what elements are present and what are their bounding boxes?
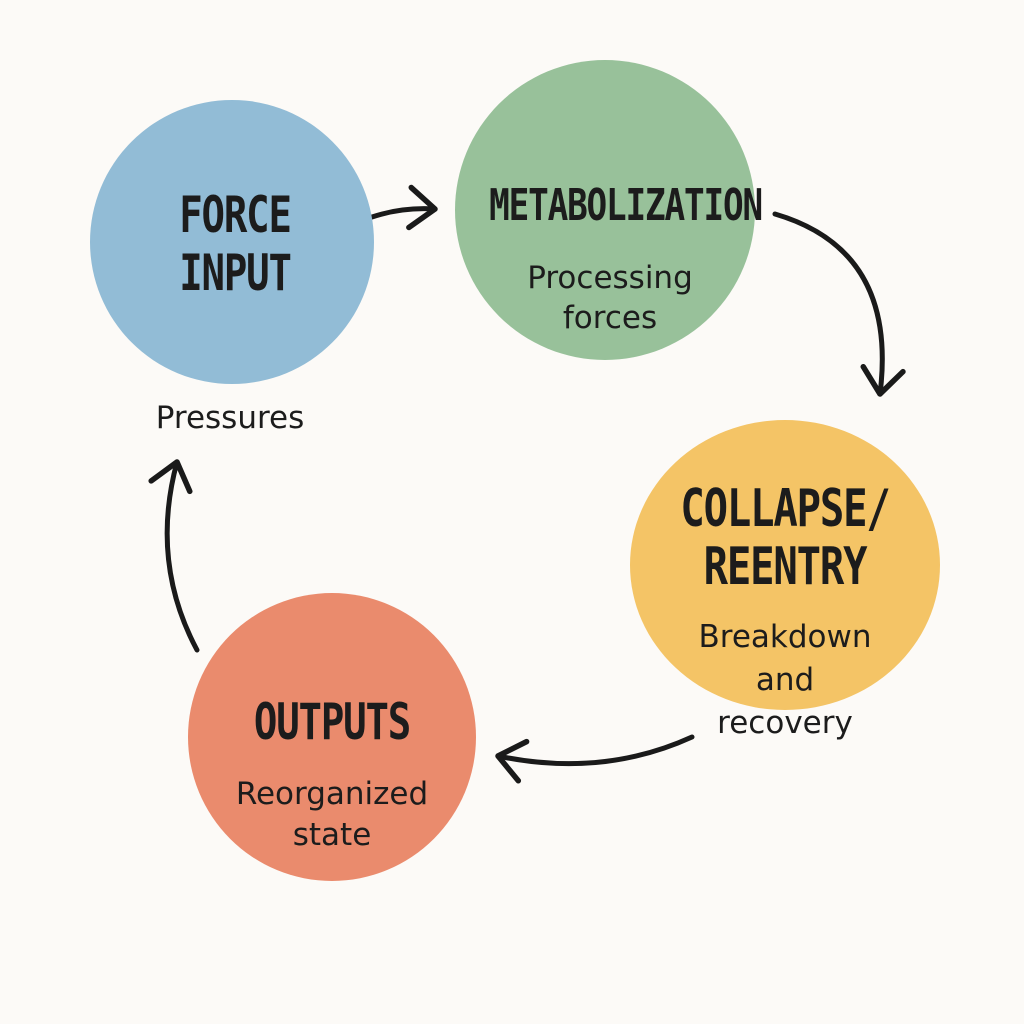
collapse-reentry-circle [630,420,940,710]
collapse-reentry-subtitle: Breakdown and recovery [640,616,930,745]
collapse-reentry-title-line: REENTRY [703,537,868,597]
outputs-circle [188,593,476,881]
outputs-subtitle-line: state [292,817,372,853]
collapse-reentry-subtitle-line: recovery [717,705,853,741]
metabolization-subtitle: Processing forces [475,258,745,338]
outputs-subtitle: Reorganized state [198,774,466,856]
arrow-outputs-to-force [148,459,200,653]
collapse-reentry-title: COLLAPSE/ REENTRY [660,480,910,596]
collapse-reentry-subtitle-line: and [755,662,815,698]
metabolization-subtitle-line: Processing [527,260,693,296]
metabolization-subtitle-line: forces [562,300,658,336]
force-input-title: FORCE INPUT [122,186,348,302]
force-input-circle [90,100,374,384]
arrow-collapse-to-outputs [495,734,695,784]
arrow-force-to-metabolization [369,184,438,231]
arrow-metabolization-to-collapse [772,211,906,397]
force-input-caption: Pressures [155,400,305,436]
collapse-reentry-title-line: COLLAPSE/ [680,479,890,539]
outputs-title: OUTPUTS [253,693,411,751]
force-input-title-line: INPUT [179,244,292,302]
collapse-reentry-subtitle-line: Breakdown [698,619,872,655]
metabolization-circle [455,60,755,360]
force-input-title-line: FORCE [179,186,292,244]
outputs-subtitle-line: Reorganized [235,776,429,812]
metabolization-title: METABOLIZATION [489,180,763,231]
